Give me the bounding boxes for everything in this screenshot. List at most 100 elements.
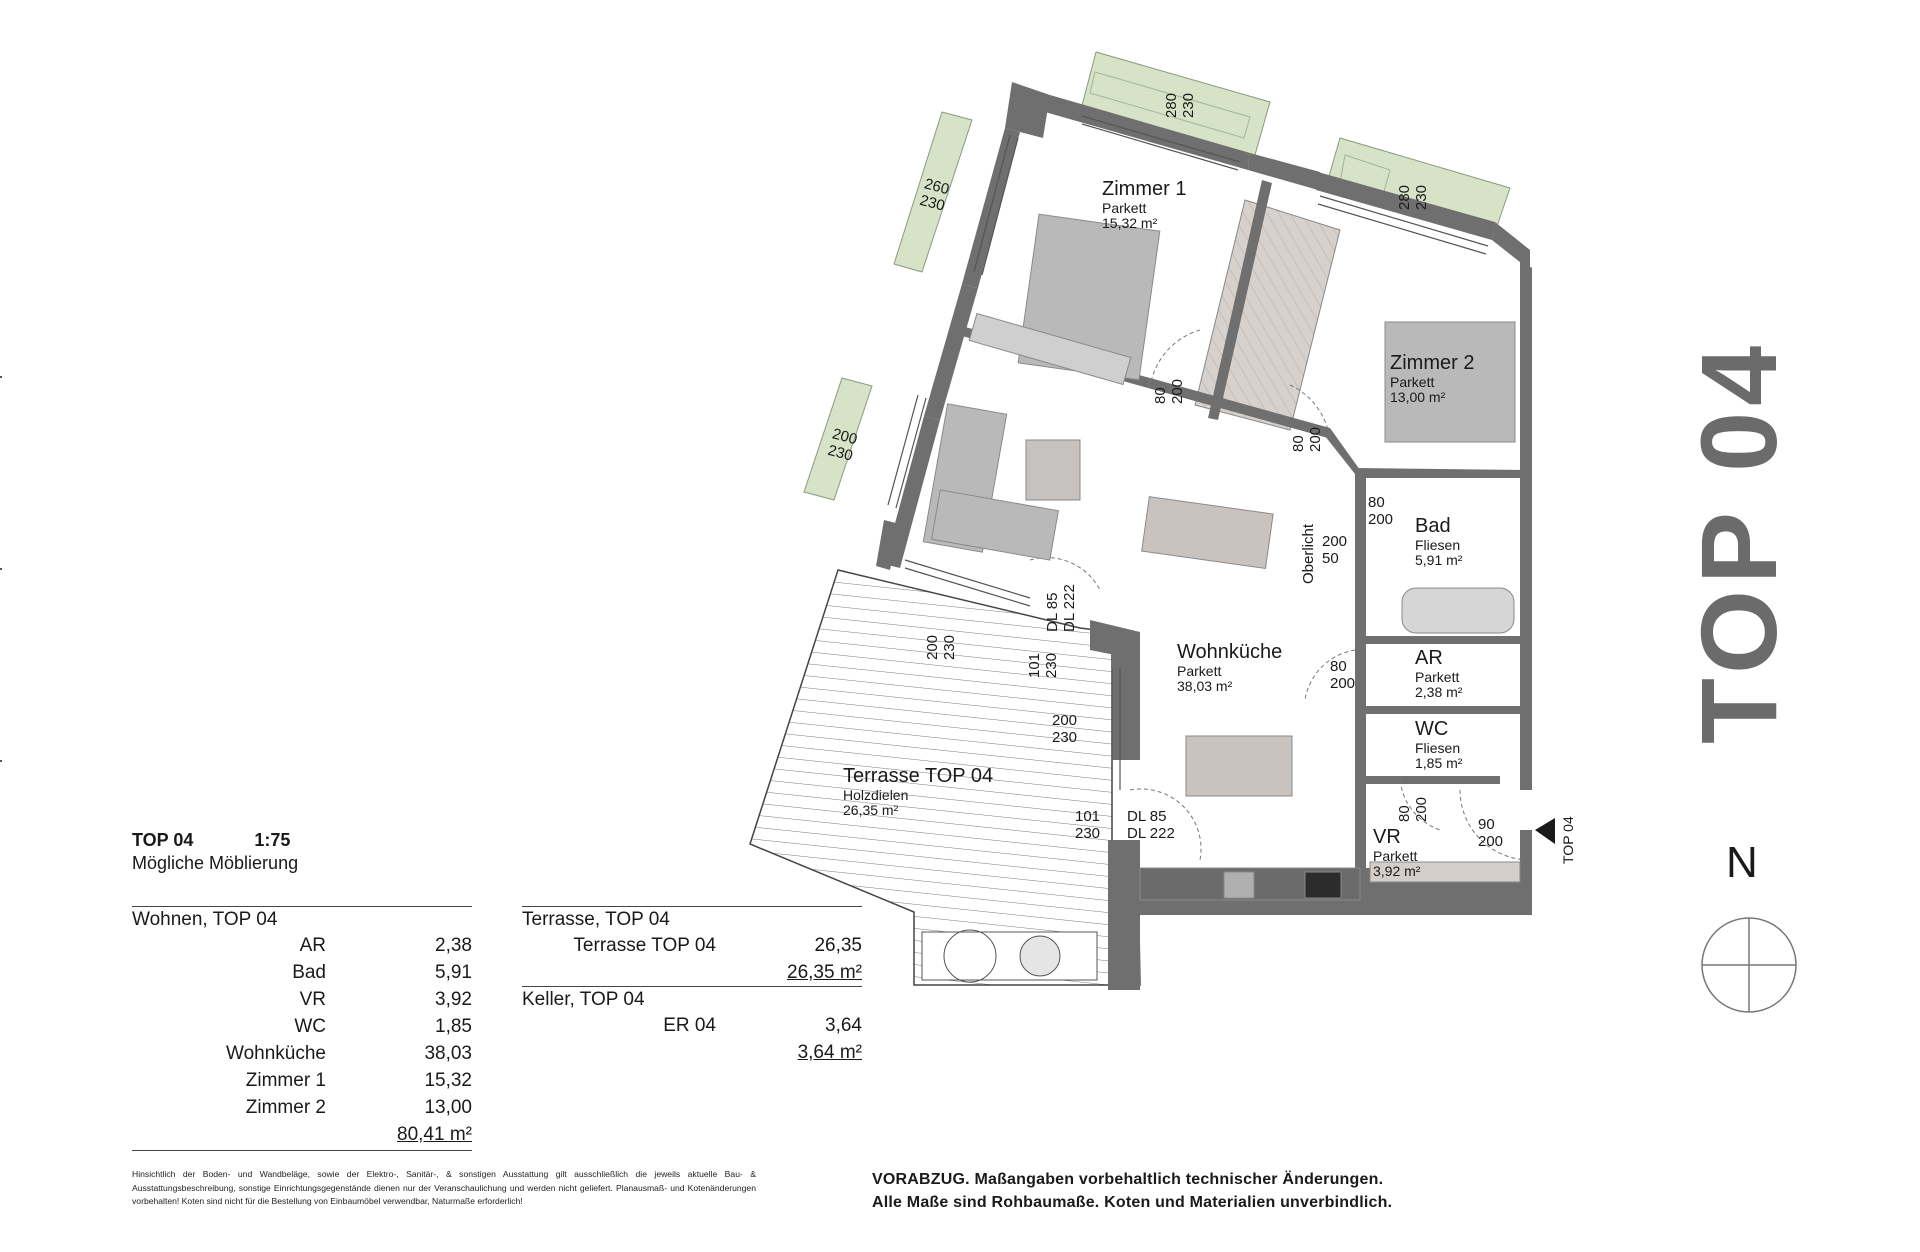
header-unit: TOP 04 — [132, 830, 194, 850]
room-terrasse: Terrasse TOP 04 Holzdielen 26,35 m² — [843, 765, 993, 818]
table-total-row: 26,35 m² — [522, 962, 862, 989]
north-arrow — [1701, 917, 1797, 1013]
dim-door-wc: 80 200 — [1396, 797, 1430, 822]
table-row: Bad 5,91 — [132, 962, 472, 989]
planter-left-mid — [803, 377, 873, 501]
row-value: 13,00 — [424, 1097, 472, 1118]
dim-oberlicht-label: Oberlicht — [1300, 524, 1317, 584]
table-total: 26,35 m² — [787, 962, 862, 983]
table-row: AR 2,38 — [132, 935, 472, 962]
room-name: Terrasse TOP 04 — [843, 765, 994, 787]
row-name: Terrasse TOP 04 — [573, 935, 716, 956]
margin-mark — [0, 568, 2, 570]
row-name: Zimmer 2 — [245, 1097, 326, 1118]
windows — [887, 115, 1489, 790]
row-value: 3,64 — [825, 1015, 862, 1036]
dim-value: 230 — [1413, 184, 1430, 210]
table-total: 3,64 m² — [797, 1042, 862, 1063]
margin-mark — [0, 760, 2, 762]
row-name: Zimmer 1 — [245, 1070, 326, 1091]
table-terrasse: Terrasse, TOP 04 Terrasse TOP 04 26,35 26… — [522, 906, 862, 989]
dim-value: 200 — [1169, 378, 1186, 404]
row-name: AR — [299, 935, 326, 956]
room-floor: Parkett — [1390, 374, 1435, 390]
room-name: AR — [1415, 647, 1443, 669]
dim-window-mid: 200 230 — [1052, 712, 1077, 746]
room-name: Bad — [1415, 515, 1451, 537]
bed-zimmer2 — [1384, 321, 1516, 443]
table-total-row: 3,64 m² — [522, 1042, 862, 1069]
dim-oberlicht: 200 50 — [1322, 533, 1347, 567]
dim-value: DL 222 — [1127, 825, 1175, 842]
wardrobe-zimmer1 — [968, 312, 1132, 386]
row-name: VR — [299, 989, 326, 1010]
dim-value: 80 — [1290, 435, 1307, 452]
room-floor: Parkett — [1415, 669, 1460, 685]
dim-value: 200 — [1307, 426, 1324, 452]
planter-left-top — [893, 111, 973, 273]
row-value: 38,03 — [424, 1043, 472, 1064]
notice-line: VORABZUG. Maßangaben vorbehaltlich techn… — [872, 1171, 1384, 1188]
dim-value: 200 — [1368, 511, 1394, 528]
room-zimmer2: Zimmer 2 Parkett 13,00 m² — [1390, 352, 1474, 405]
table-title: Wohnen, TOP 04 — [132, 906, 472, 935]
dim-value: 200 — [1330, 675, 1356, 692]
room-floor: Holzdielen — [843, 787, 909, 803]
dim-value: 230 — [1075, 825, 1101, 842]
dim-value: 80 — [1396, 805, 1413, 822]
room-area: 26,35 m² — [843, 802, 899, 818]
row-name: Bad — [292, 962, 326, 983]
cooktop — [1304, 871, 1342, 899]
dim-value: DL 85 — [1127, 808, 1167, 825]
coffee-table — [1025, 439, 1081, 501]
room-ar: AR Parkett 2,38 m² — [1415, 647, 1462, 700]
north-label: N — [1726, 838, 1758, 887]
row-value: 2,38 — [435, 935, 472, 956]
room-name: Zimmer 2 — [1390, 352, 1475, 374]
room-name: Wohnküche — [1177, 641, 1283, 663]
table-title: Keller, TOP 04 — [522, 986, 862, 1015]
dim-value: 230 — [941, 634, 958, 660]
entrance-label: TOP 04 — [1560, 816, 1576, 864]
room-wc: WC Fliesen 1,85 m² — [1415, 718, 1462, 771]
dim-door-terrace-a: 101 230 — [1026, 653, 1060, 678]
dim-value: 80 — [1152, 387, 1169, 404]
entrance-marker — [1535, 818, 1555, 844]
dim-value: 200 — [1052, 712, 1078, 729]
room-area: 1,85 m² — [1415, 755, 1463, 771]
room-floor: Parkett — [1373, 848, 1418, 864]
dim-value: 200 — [1478, 833, 1504, 850]
table-rule — [132, 1150, 472, 1151]
dim-window-terrace: 200 230 — [924, 635, 958, 660]
table-total-row: 80,41 m² — [132, 1124, 472, 1151]
room-area: 13,00 m² — [1390, 389, 1446, 405]
row-value: 26,35 — [814, 935, 862, 956]
dim-value: 50 — [1322, 550, 1339, 567]
dim-door-ar: 80 200 — [1330, 658, 1355, 692]
room-area: 15,32 m² — [1102, 215, 1158, 231]
table-row: Wohnküche 38,03 — [132, 1043, 472, 1070]
room-area: 38,03 m² — [1177, 678, 1233, 694]
row-value: 1,85 — [435, 1016, 472, 1037]
row-value: 5,91 — [435, 962, 472, 983]
room-bad: Bad Fliesen 5,91 m² — [1415, 515, 1462, 568]
dim-dl-terrace-a: DL 85 DL 222 — [1044, 584, 1078, 632]
dim-door-entrance: 90 200 — [1478, 816, 1503, 850]
dining-table — [1141, 496, 1274, 570]
room-name: WC — [1415, 718, 1449, 740]
notice-line: Alle Maße sind Rohbaumaße. Koten und Mat… — [872, 1194, 1393, 1211]
kitchen-island — [1185, 735, 1293, 797]
dim-value: 101 — [1026, 652, 1043, 678]
bathtub — [1401, 587, 1515, 634]
row-value: 15,32 — [424, 1070, 472, 1091]
dim-value: 80 — [1368, 494, 1385, 511]
dim-value: 200 — [1413, 796, 1430, 822]
row-name: Wohnküche — [226, 1043, 326, 1064]
margin-mark — [0, 376, 2, 378]
dim-dl-terrace-b: DL 85 DL 222 — [1127, 808, 1175, 842]
table-title: Terrasse, TOP 04 — [522, 906, 862, 935]
